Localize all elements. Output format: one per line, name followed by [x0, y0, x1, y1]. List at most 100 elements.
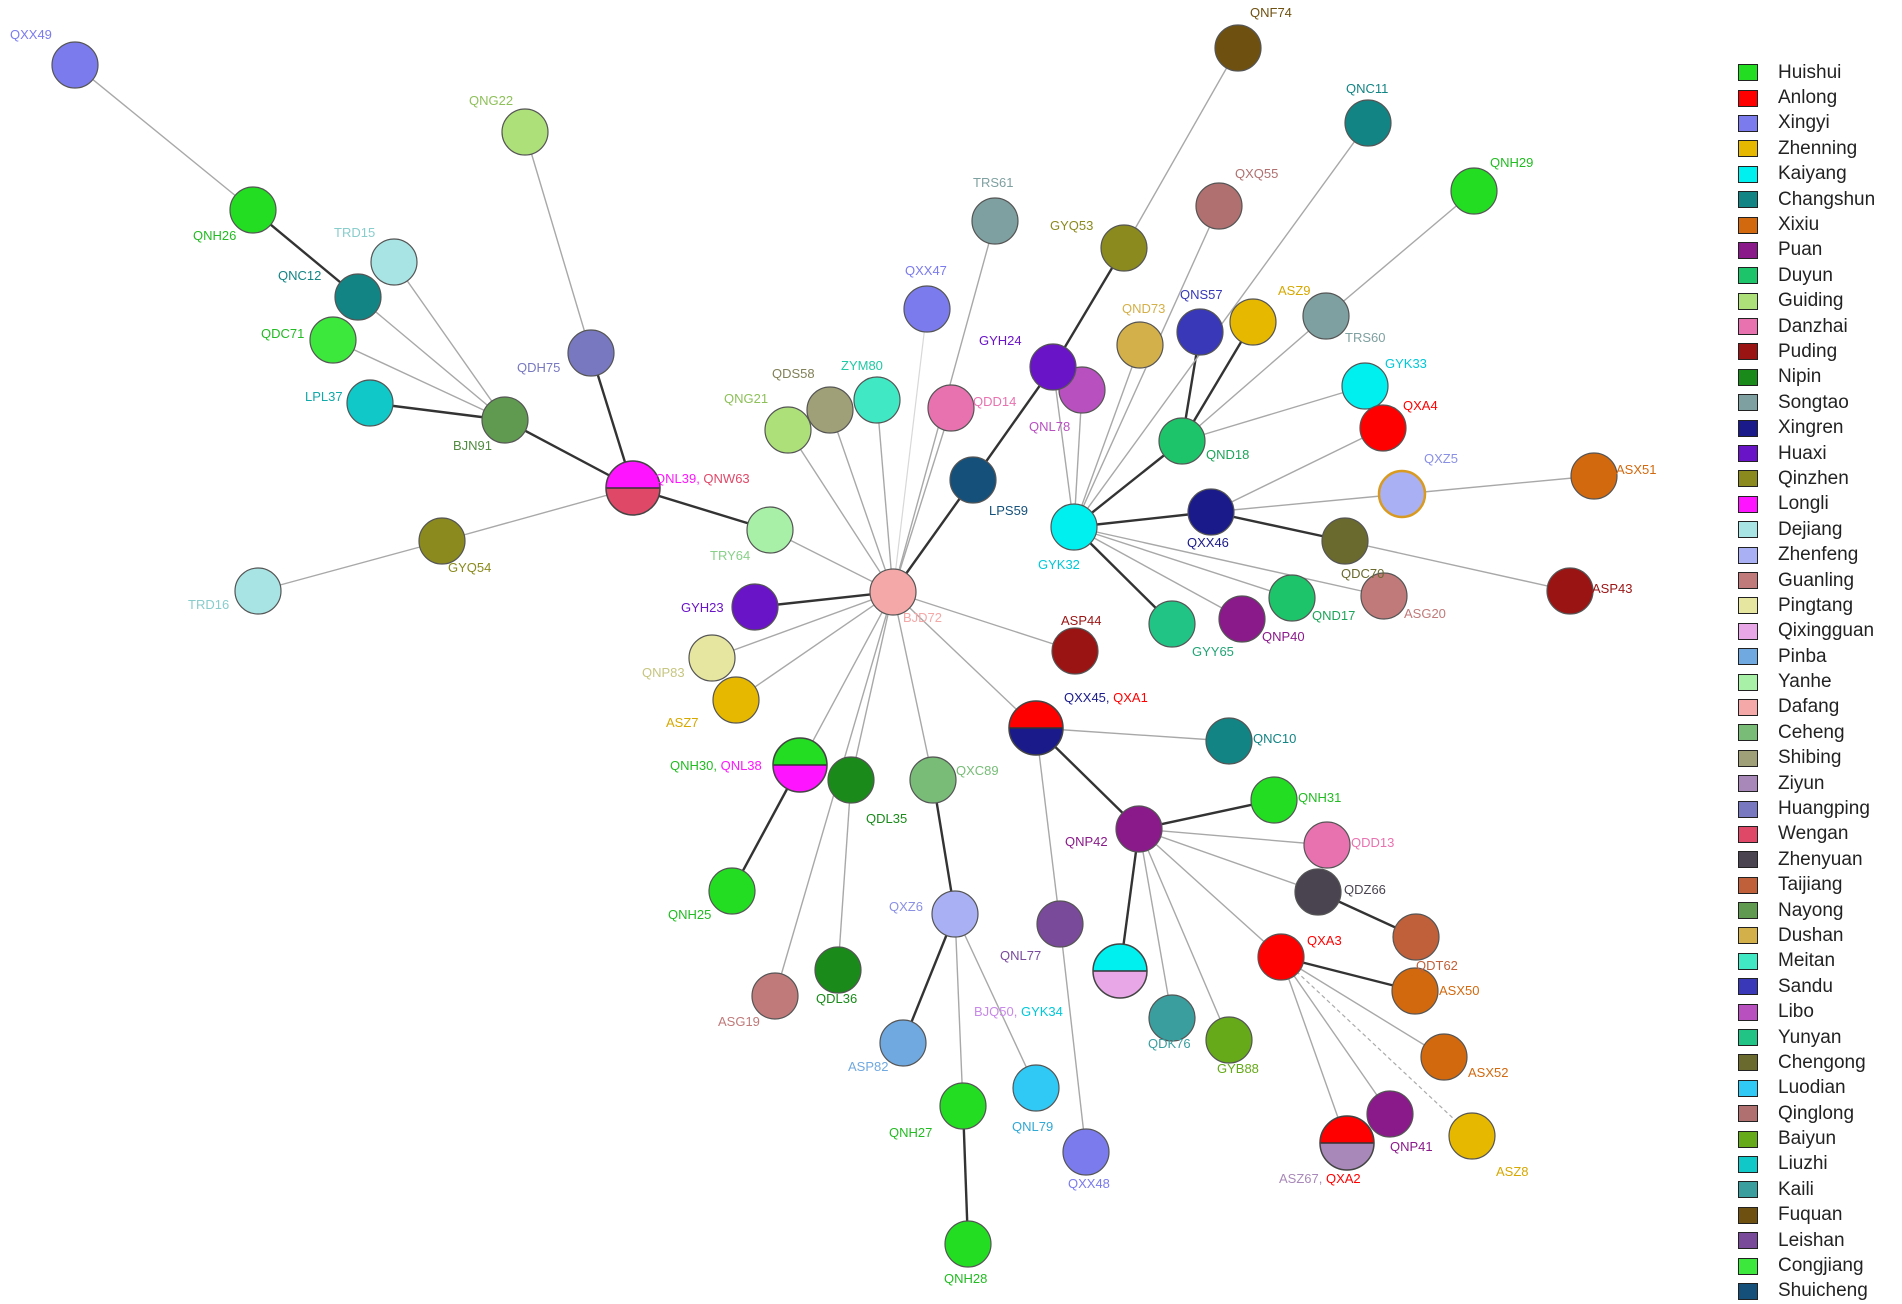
legend-swatch	[1738, 140, 1758, 158]
node-ASG19	[751, 972, 799, 1020]
legend-label: Meitan	[1778, 950, 1836, 972]
node-circle	[1294, 868, 1342, 916]
node-ASP82	[879, 1019, 927, 1067]
edge-BJD72-QNH30_QNL38	[799, 591, 894, 766]
node-QNP83	[688, 634, 736, 682]
node-label-part: GYK34	[1021, 1004, 1063, 1019]
node-QDL35	[827, 756, 875, 804]
legend-swatch	[1738, 445, 1758, 463]
node-QNF74	[1214, 24, 1262, 72]
node-QNH29	[1450, 167, 1498, 215]
node-label-part: QNW63	[703, 471, 749, 486]
node-label-TRY64: TRY64	[710, 548, 750, 563]
legend-label: Ziyun	[1778, 772, 1825, 794]
legend-swatch	[1738, 775, 1758, 793]
node-ASZ7	[712, 676, 760, 724]
node-circle	[1360, 572, 1408, 620]
node-label-ASZ9: ASZ9	[1278, 283, 1311, 298]
edge-QXA4-QXX46	[1210, 427, 1384, 513]
legend-swatch	[1738, 597, 1758, 615]
node-GYY65	[1148, 600, 1196, 648]
legend-swatch	[1738, 1054, 1758, 1072]
edge-QNH29-TRS60	[1325, 190, 1475, 317]
node-GYB88	[1205, 1016, 1253, 1064]
node-label-GYY65: GYY65	[1192, 644, 1234, 659]
legend-item-fuquan: Fuquan	[1738, 1203, 1898, 1228]
node-circle	[1392, 913, 1440, 961]
node-top-half	[773, 738, 827, 765]
node-label-QNH25: QNH25	[668, 907, 711, 922]
node-circle	[1205, 1016, 1253, 1064]
node-ASX50	[1391, 967, 1439, 1015]
node-label-GYB88: GYB88	[1217, 1061, 1259, 1076]
node-label-part: ASZ67,	[1279, 1171, 1326, 1186]
node-label-TRS60: TRS60	[1345, 330, 1385, 345]
legend-swatch	[1738, 1155, 1758, 1173]
haplotype-network: QXX49QNH26QNC12TRD15QDC71LPL37BJN91QNG22…	[10, 5, 1656, 1286]
legend-label: Huangping	[1778, 798, 1870, 820]
legend-item-shuicheng: Shuicheng	[1738, 1279, 1898, 1304]
edge-GYK32-QND17	[1073, 526, 1293, 599]
legend-item-puan: Puan	[1738, 238, 1898, 263]
legend-swatch	[1738, 64, 1758, 82]
node-label-GYQ54: GYQ54	[448, 560, 491, 575]
node-circle	[567, 329, 615, 377]
node-outline	[1008, 700, 1064, 756]
node-label-part: QNL38	[721, 758, 762, 773]
node-circle	[1051, 627, 1099, 675]
node-label-QNH29: QNH29	[1490, 155, 1533, 170]
node-label-GYH23: GYH23	[681, 600, 724, 615]
node-label-QDS58: QDS58	[772, 366, 815, 381]
edge-QXZ6-QNH27	[954, 913, 964, 1107]
legend-label: Puding	[1778, 340, 1838, 362]
node-label-QNG21: QNG21	[724, 391, 768, 406]
legend-label: Chengong	[1778, 1051, 1866, 1073]
node-circle	[1377, 469, 1427, 519]
legend-label: Congjiang	[1778, 1255, 1864, 1277]
legend-swatch	[1738, 927, 1758, 945]
edge-TRS60-QND18	[1181, 315, 1327, 442]
legend-label: Taijiang	[1778, 874, 1843, 896]
node-QXQ55	[1195, 182, 1243, 230]
node-circle	[814, 946, 862, 994]
node-label-ASZ7: ASZ7	[666, 715, 699, 730]
node-circle	[764, 406, 812, 454]
node-circle	[1214, 24, 1262, 72]
legend-item-dafang: Dafang	[1738, 695, 1898, 720]
node-label-ZYM80: ZYM80	[841, 358, 883, 373]
node-label-QXX46: QXX46	[1187, 535, 1229, 550]
node-label-QNL39_QNW63: QNL39, QNW63	[655, 471, 750, 486]
node-circle	[708, 867, 756, 915]
node-label-QNF74: QNF74	[1250, 5, 1292, 20]
legend-item-dushan: Dushan	[1738, 923, 1898, 948]
network-nodes	[51, 24, 1618, 1268]
legend-swatch	[1738, 724, 1758, 742]
node-circle	[712, 676, 760, 724]
legend-item-changshun: Changshun	[1738, 187, 1898, 212]
legend-item-zhenning: Zhenning	[1738, 136, 1898, 161]
node-ASX51	[1570, 452, 1618, 500]
legend-label: Longli	[1778, 493, 1829, 515]
legend-item-yunyan: Yunyan	[1738, 1025, 1898, 1050]
node-label-GYQ53: GYQ53	[1050, 218, 1093, 233]
node-QNC10	[1205, 717, 1253, 765]
node-QNH27	[939, 1082, 987, 1130]
node-circle	[746, 506, 794, 554]
edge-QNG22-QDH75	[524, 131, 592, 354]
legend-item-guanling: Guanling	[1738, 568, 1898, 593]
legend-item-kaili: Kaili	[1738, 1177, 1898, 1202]
node-QDD14	[927, 384, 975, 432]
legend-swatch	[1738, 572, 1758, 589]
legend-label: Fuquan	[1778, 1204, 1843, 1226]
node-circle	[1420, 1033, 1468, 1081]
legend-label: Danzhai	[1778, 315, 1848, 337]
node-QND73	[1116, 321, 1164, 369]
node-QNG22	[501, 108, 549, 156]
node-label-BJD72: BJD72	[903, 610, 942, 625]
legend-label: Qinglong	[1778, 1102, 1855, 1124]
node-circle	[806, 386, 854, 434]
node-circle	[1218, 595, 1266, 643]
node-QNP40	[1218, 595, 1266, 643]
edge-QNL77-QXX48	[1059, 923, 1087, 1153]
